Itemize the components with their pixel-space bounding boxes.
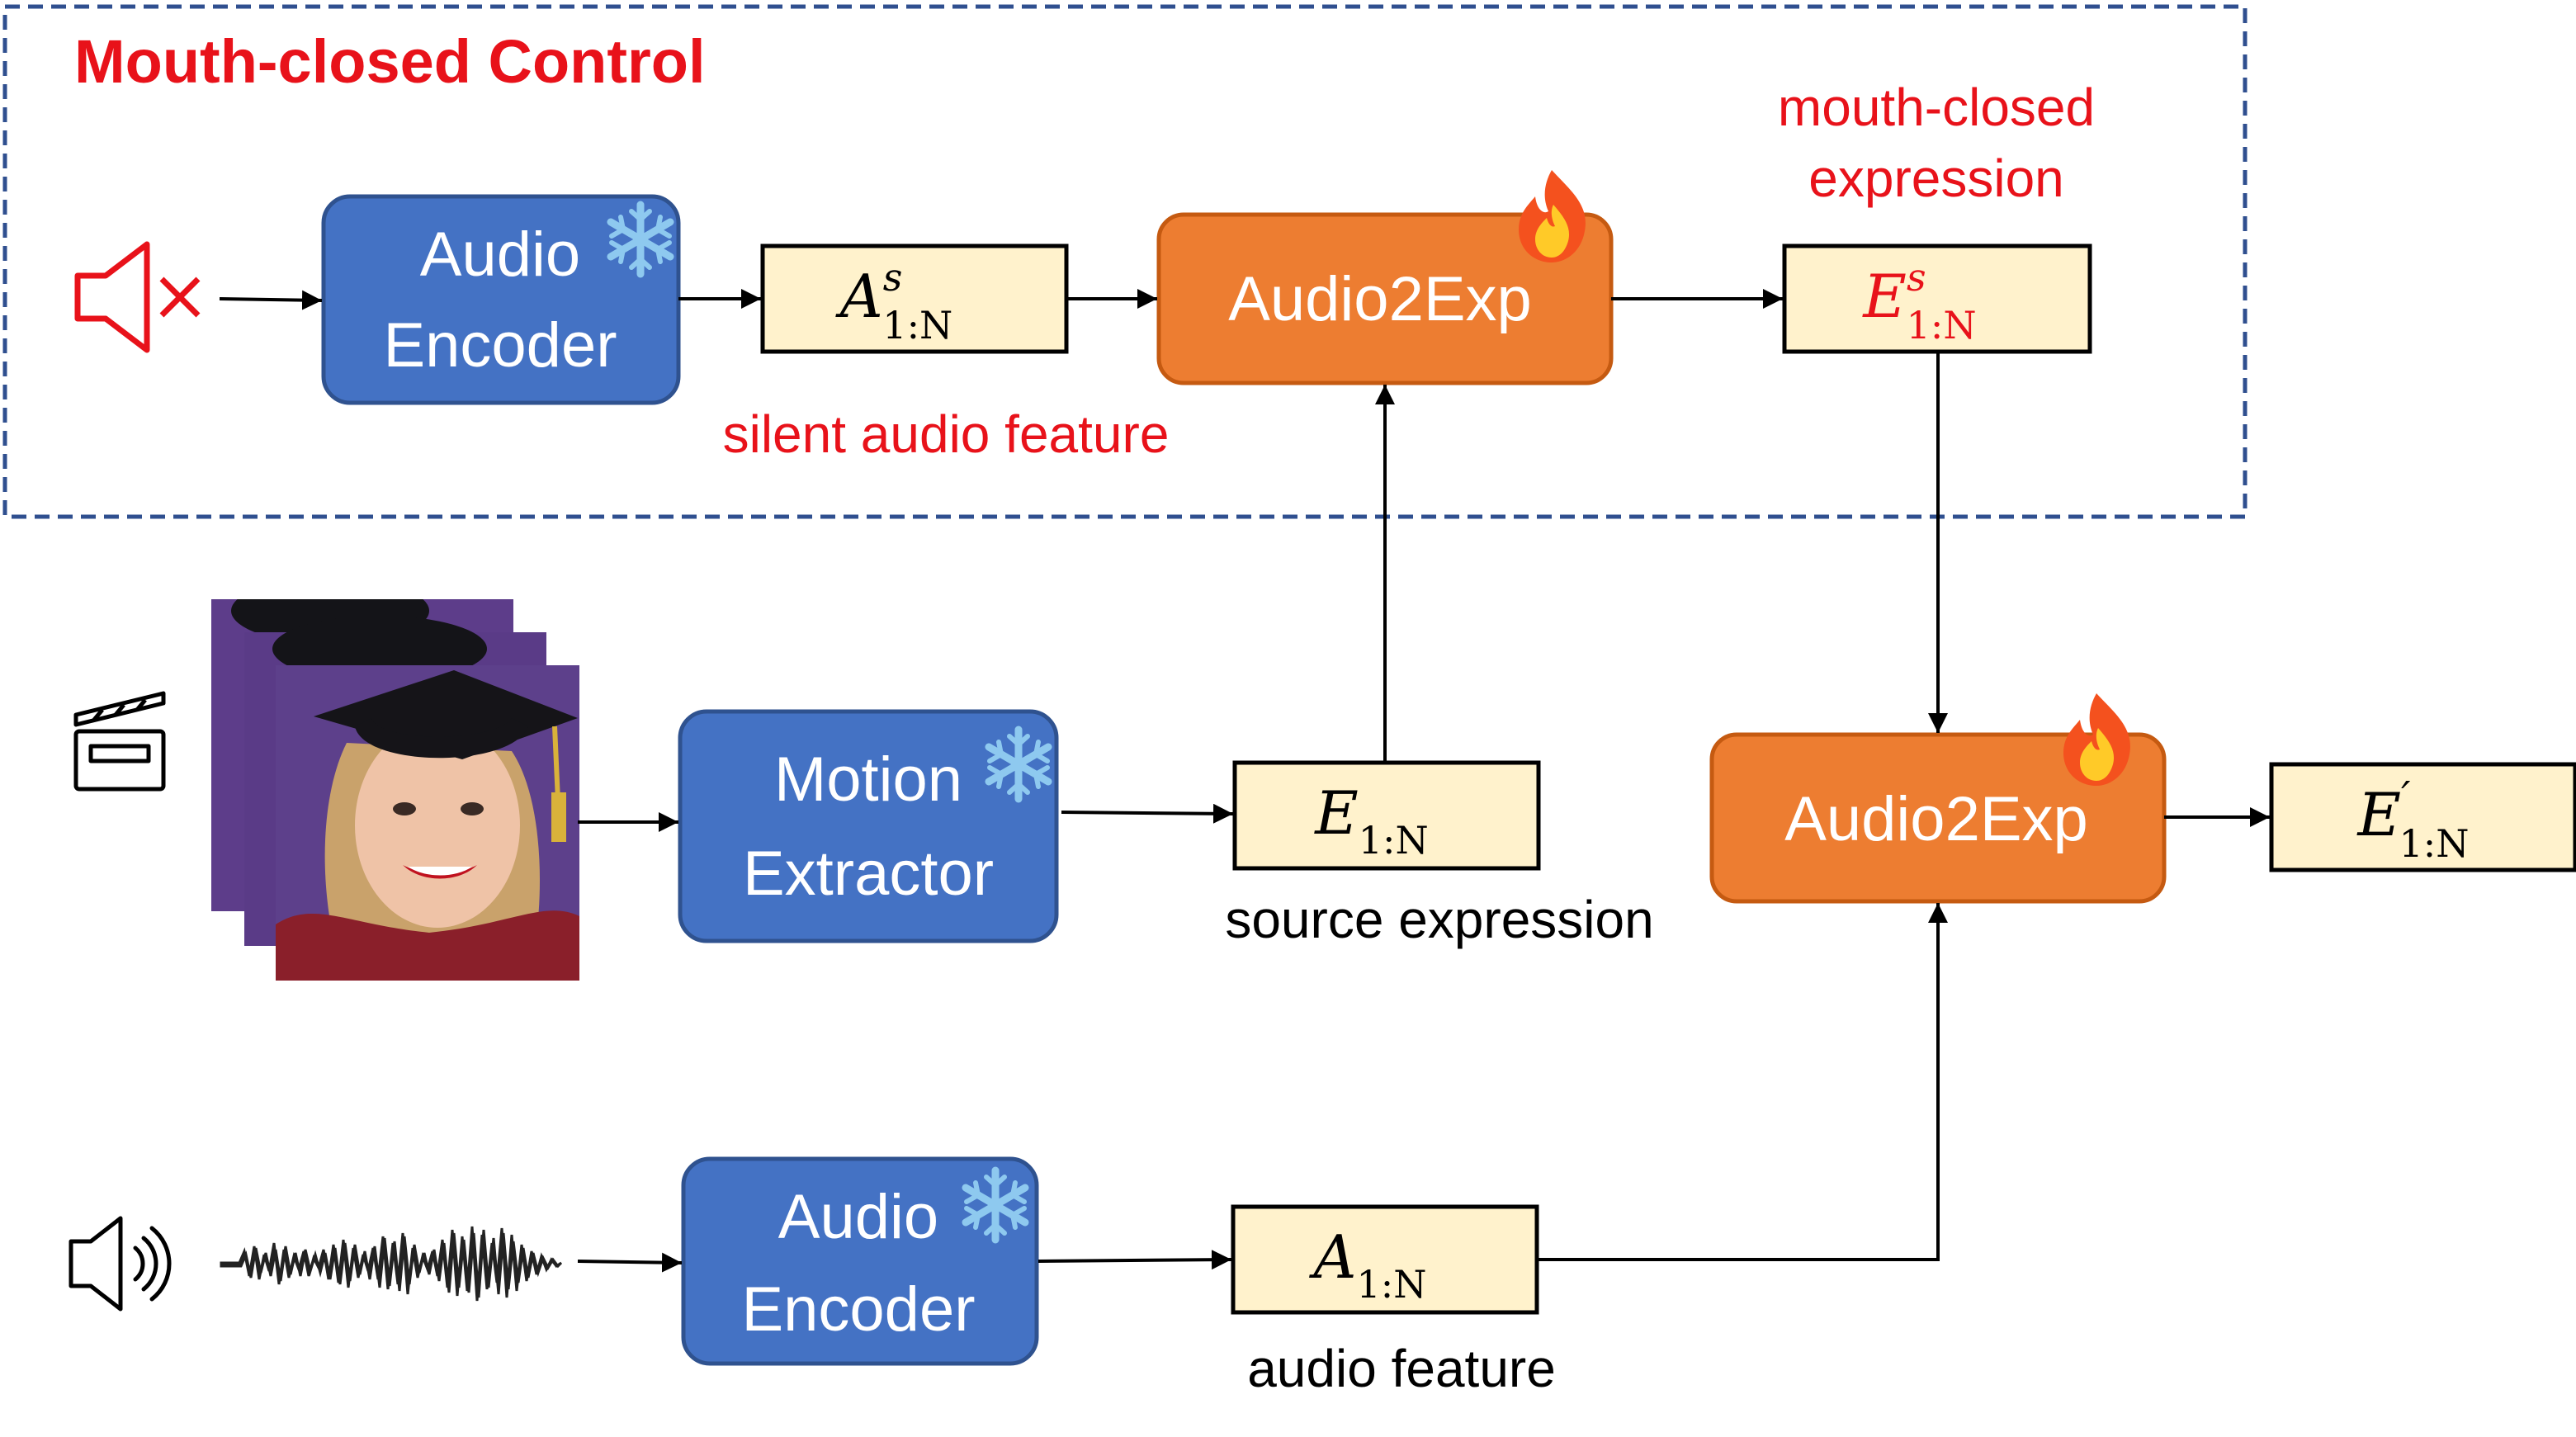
fire-icon xyxy=(2063,693,2130,786)
arrow-motion-extractor-to-source xyxy=(1061,803,1234,824)
muted-speaker-icon xyxy=(74,241,201,353)
motion-extractor: Motion Extractor xyxy=(678,709,1059,943)
audio-encoder-bottom: Audio Encoder xyxy=(681,1156,1039,1366)
caption-mouth-closed-line1: mouth-closed xyxy=(1778,78,2095,137)
snowflake-icon xyxy=(962,1166,1029,1244)
audio-waveform-icon xyxy=(220,1226,563,1302)
mouth-closed-control-region xyxy=(2,4,2248,519)
video-frames-image xyxy=(211,599,579,981)
audio2exp-right: Audio2Exp xyxy=(1709,732,2167,904)
audio-encoder-top-line1: Audio xyxy=(420,220,580,290)
source-expression-symbol: E1:N xyxy=(1313,778,1429,863)
output-expression-box xyxy=(2269,762,2576,872)
arrow-encoder-to-audio-feature xyxy=(1037,1250,1232,1270)
audio2exp-top-label: Audio2Exp xyxy=(1228,264,1532,334)
audio-feature-symbol: A1:N xyxy=(1308,1222,1426,1307)
snowflake-icon xyxy=(985,726,1052,803)
audio-encoder-bottom-line1: Audio xyxy=(778,1182,938,1252)
audio-encoder-top: Audio Encoder xyxy=(321,194,681,405)
control-region-title: Mouth-closed Control xyxy=(74,27,706,96)
speaker-icon xyxy=(69,1216,172,1312)
caption-silent-audio-feature: silent audio feature xyxy=(723,404,1170,464)
source-expression-box xyxy=(1232,760,1541,871)
audio-encoder-top-line2: Encoder xyxy=(383,310,617,381)
caption-source-expression: source expression xyxy=(1225,890,1653,949)
snowflake-icon xyxy=(607,201,674,278)
motion-extractor-line2: Extractor xyxy=(743,839,994,909)
arrow-audio-feature-to-audio2exp-right xyxy=(1537,903,1948,1261)
arrow-waveform-to-encoder xyxy=(577,1252,683,1273)
audio2exp-right-label: Audio2Exp xyxy=(1784,784,2088,854)
mouth-closed-expression-box xyxy=(1782,243,2092,354)
fire-icon xyxy=(1519,170,1586,262)
audio2exp-top: Audio2Exp xyxy=(1156,212,1614,385)
arrow-muted-to-encoder xyxy=(219,290,323,310)
caption-mouth-closed-line2: expression xyxy=(1808,149,2064,208)
caption-audio-feature: audio feature xyxy=(1247,1339,1556,1398)
motion-extractor-line1: Motion xyxy=(774,744,962,815)
clapperboard-icon xyxy=(73,691,166,792)
video-frame-front xyxy=(276,665,579,981)
audio-encoder-bottom-line2: Encoder xyxy=(741,1274,975,1345)
output-expression-symbol: E′1:N xyxy=(2356,773,2470,866)
silent-audio-feature-box xyxy=(760,243,1069,354)
